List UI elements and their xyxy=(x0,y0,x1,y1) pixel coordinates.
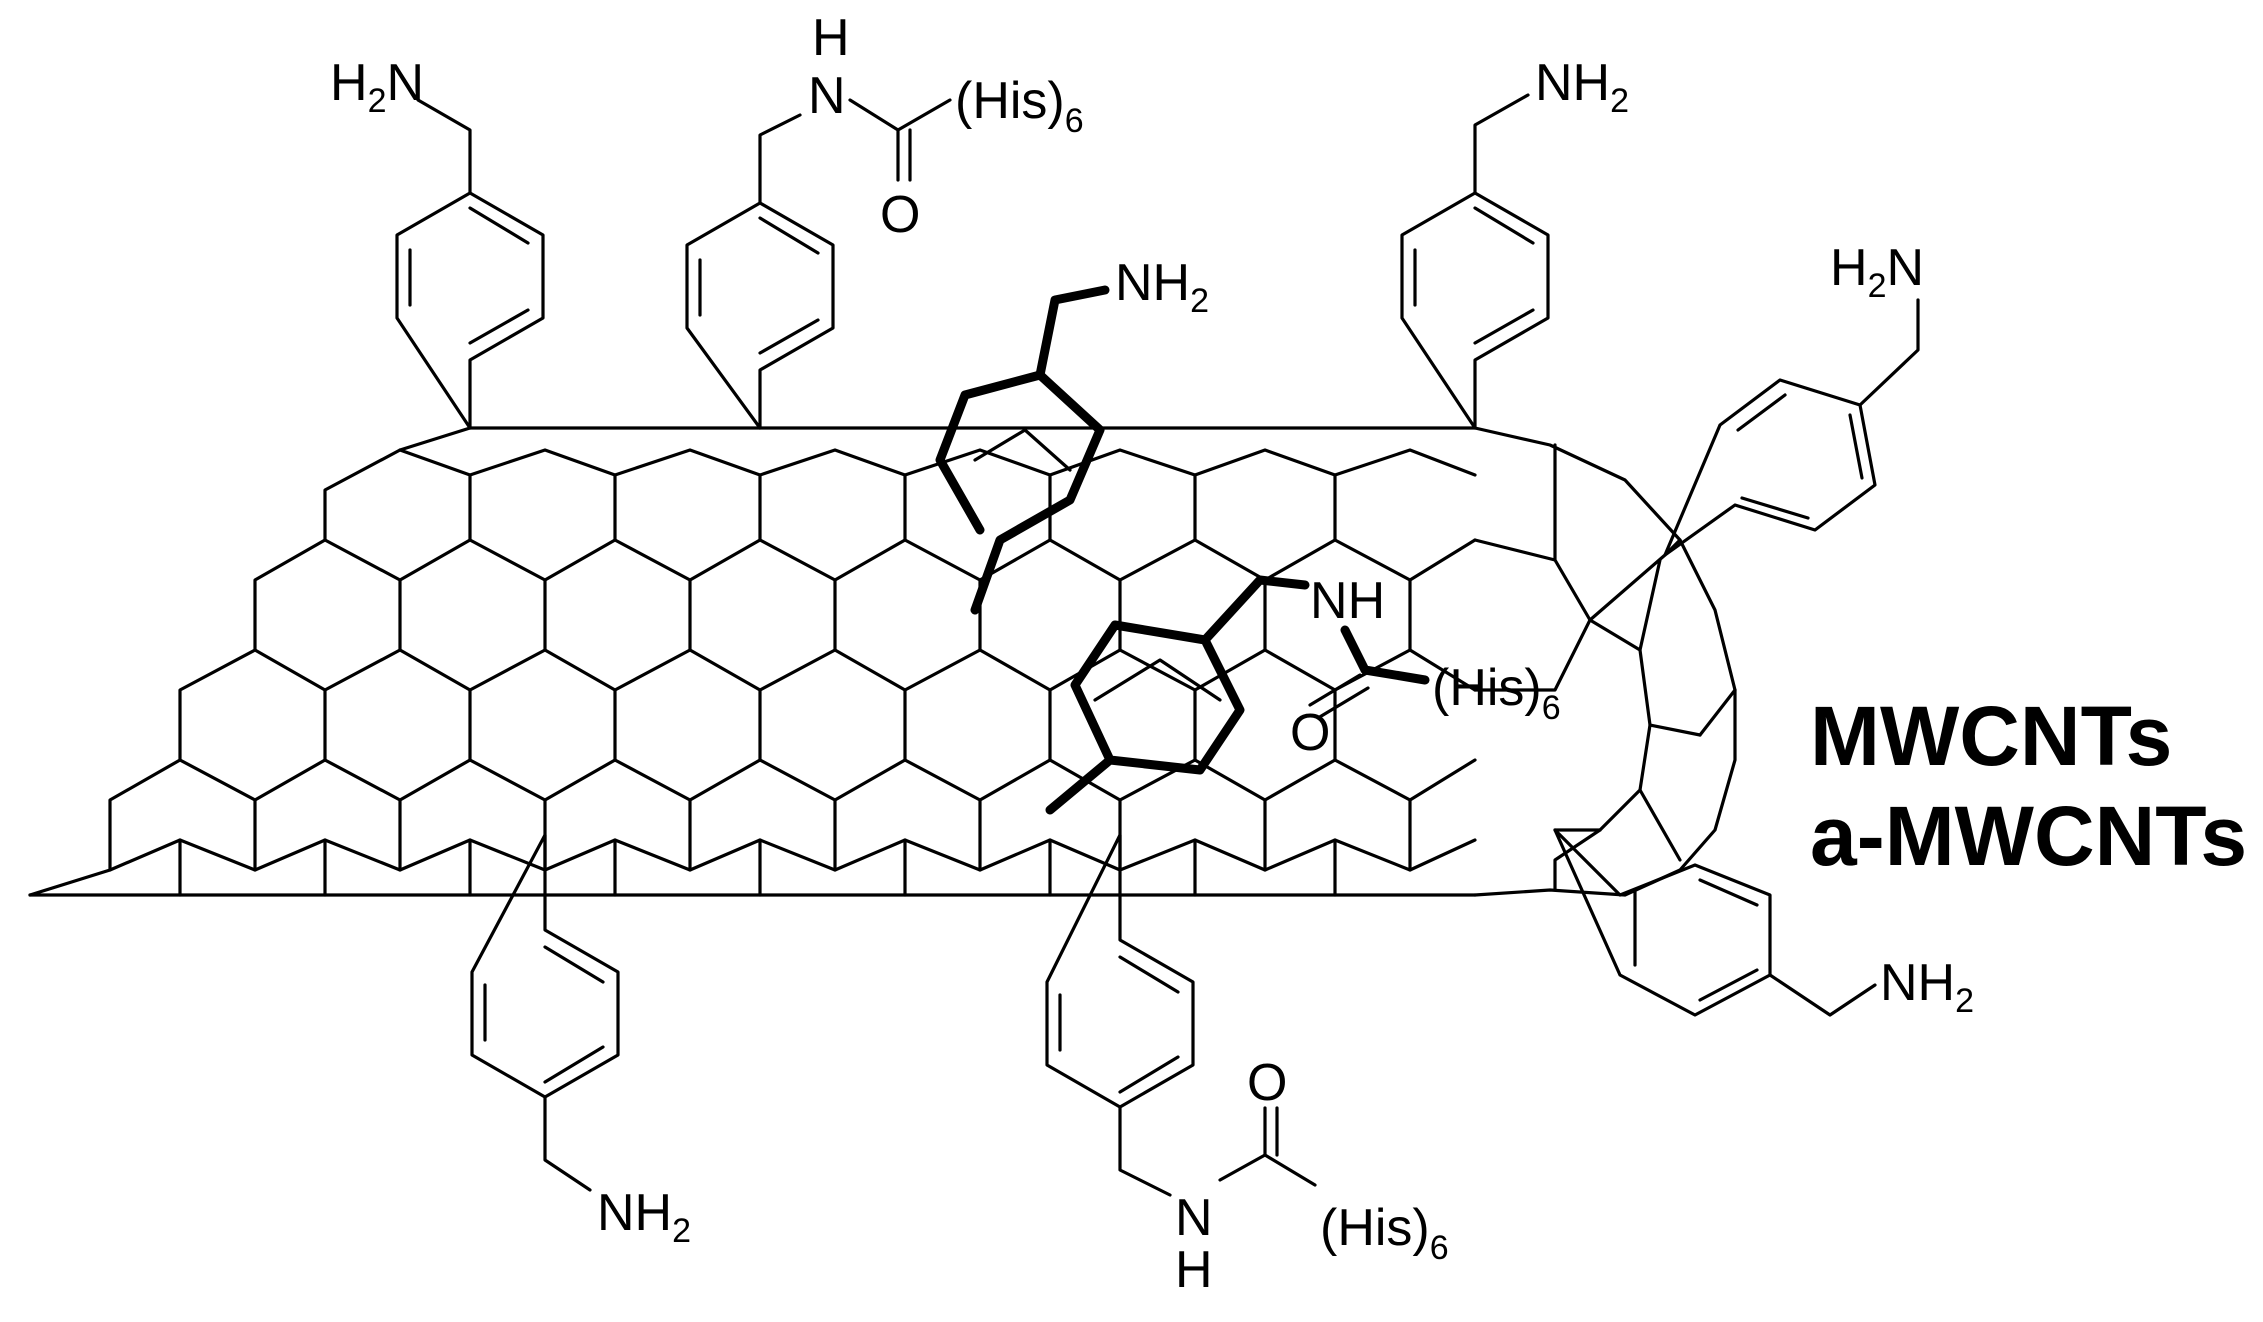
bottom-n-label: N xyxy=(1175,1189,1213,1247)
center-his6-label: (His)6 xyxy=(1432,659,1561,727)
bottom-his-tag-group: O N H (His)6 xyxy=(1045,833,1449,1299)
top-left-aminobenzyl-group: H2N xyxy=(330,54,545,430)
legend-mwcnts: MWCNTs xyxy=(1810,689,2172,783)
carbonyl-o-label: O xyxy=(880,186,920,244)
top-right-aminobenzyl-group: NH2 xyxy=(1400,54,1629,430)
bottom-left-nh2-label: NH2 xyxy=(597,1184,691,1250)
center-nh2-label: NH2 xyxy=(1115,254,1209,320)
right-upper-h2n-label: H2N xyxy=(1830,239,1924,305)
center-his-tag-group-bold: NH O (His)6 xyxy=(1045,572,1561,815)
center-aminobenzyl-group-bold: NH2 xyxy=(935,254,1209,615)
bottom-o-label: O xyxy=(1247,1054,1287,1112)
top-his-tag-group: H N O (His)6 xyxy=(685,9,1084,430)
top-right-nh2-label: NH2 xyxy=(1535,54,1629,120)
nanotube-lattice xyxy=(28,426,1477,897)
bottom-his6-label: (His)6 xyxy=(1320,1199,1449,1267)
h2n-label: H2N xyxy=(330,54,424,120)
right-upper-aminobenzyl-group: H2N xyxy=(1663,239,1924,557)
bottom-amide-h-label: H xyxy=(1175,1241,1213,1299)
amide-h-label: H xyxy=(812,9,850,67)
legend-a-mwcnts: a-MWCNTs xyxy=(1810,789,2247,883)
center-o-label: O xyxy=(1290,704,1330,762)
bottom-left-aminobenzyl-group: NH2 xyxy=(470,833,691,1250)
right-lower-nh2-label: NH2 xyxy=(1880,954,1974,1020)
amide-n-label: N xyxy=(808,67,846,125)
center-nh-label: NH xyxy=(1310,572,1385,630)
right-lower-aminobenzyl-group: NH2 xyxy=(1553,828,1974,1020)
his6-label: (His)6 xyxy=(955,72,1084,140)
